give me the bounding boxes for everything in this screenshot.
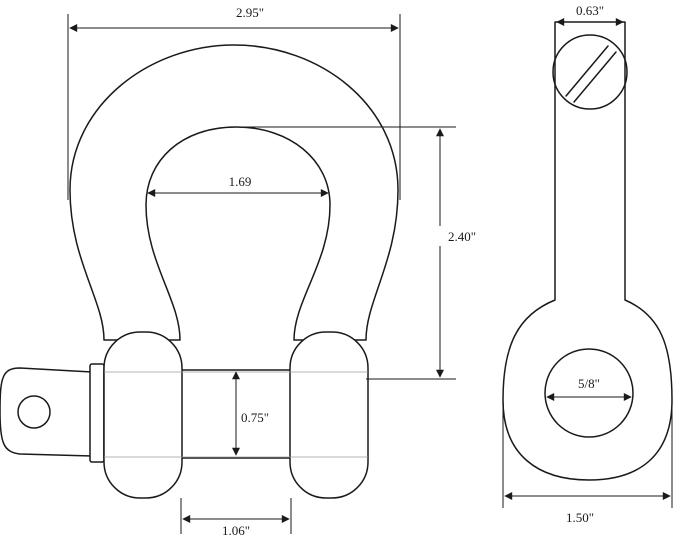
front-view: 2.95" 1.69 2.40" 0.75" 1.06"	[0, 5, 486, 538]
label-bg	[436, 226, 486, 246]
label-bg	[222, 5, 278, 21]
right-ear	[289, 331, 369, 499]
pin-head-hole	[17, 395, 51, 429]
eye-hole	[544, 348, 634, 438]
dim-overall-width-label: 2.95"	[236, 5, 264, 20]
pin-head-tab	[0, 367, 93, 457]
shackle-bow	[69, 44, 399, 341]
dim-inside-length-label: 2.40"	[448, 229, 476, 244]
dim-pin-head-label: 0.63"	[576, 3, 604, 18]
side-profile	[502, 21, 673, 481]
dim-jaw-opening-label: 1.06"	[222, 523, 250, 538]
dim-eye-hole-label: 5/8"	[578, 376, 600, 391]
pin-head-circle	[552, 34, 628, 110]
pin-head-slot-2	[573, 51, 617, 103]
dim-pin-diameter-label: 0.75"	[241, 410, 269, 425]
left-ear	[103, 331, 183, 499]
pin-collar	[89, 363, 105, 463]
dim-inside-width-label: 1.69	[229, 174, 252, 189]
pin-head-slot-1	[565, 45, 609, 97]
dim-eye-width-label: 1.50"	[566, 510, 594, 525]
side-view: 0.63" 5/8" 1.50"	[502, 3, 673, 525]
